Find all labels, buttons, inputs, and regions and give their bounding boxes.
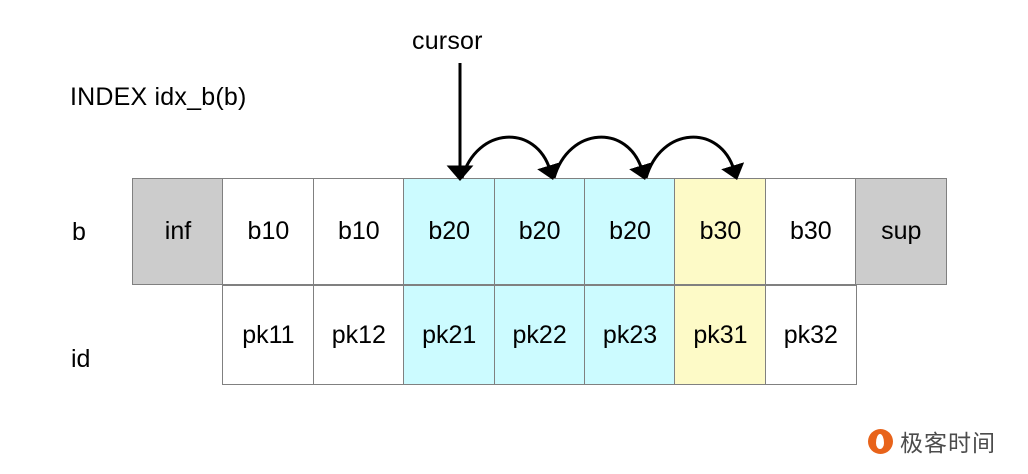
- cell-id-4-text: pk22: [512, 320, 567, 349]
- index-title-label: INDEX idx_b(b): [70, 83, 247, 111]
- cell-id-6-text: pk31: [693, 320, 748, 349]
- cell-b-4: b20: [493, 178, 586, 285]
- cell-b-2-text: b10: [337, 217, 380, 245]
- cell-b-0-text: inf: [164, 217, 192, 245]
- cell-b-5: b20: [584, 178, 677, 285]
- cell-id-5: pk23: [584, 285, 677, 385]
- cell-id-6: pk31: [674, 285, 767, 385]
- brand-name: 极客时间: [900, 430, 996, 456]
- geektime-logo-icon: [868, 428, 893, 454]
- cell-id-4: pk22: [493, 285, 586, 385]
- cursor-label: cursor: [412, 27, 483, 55]
- cell-id-5-text: pk23: [602, 320, 658, 349]
- grid-row-id: pk11 pk12 pk21 pk22 pk23 pk31 pk32: [132, 285, 946, 385]
- cell-b-3-text: b20: [428, 217, 471, 245]
- row-label-b: b: [72, 218, 86, 246]
- brand-logo: 极客时间: [868, 424, 996, 458]
- hop-arrow-3: [644, 135, 745, 181]
- cell-b-1: b10: [222, 178, 315, 285]
- cell-b-6-text: b30: [699, 217, 742, 245]
- cell-b-2: b10: [312, 178, 405, 285]
- cell-id-7-text: pk32: [783, 320, 838, 349]
- cell-b-1-text: b10: [247, 217, 290, 245]
- cell-id-2: pk12: [312, 285, 405, 385]
- cell-b-8-text: sup: [881, 217, 922, 245]
- hop-arrow-2: [552, 135, 653, 181]
- row-label-id: id: [71, 345, 91, 373]
- cell-id-1-text: pk11: [242, 320, 295, 349]
- cell-b-0: inf: [132, 178, 224, 285]
- cell-b-7: b30: [764, 178, 857, 285]
- cell-id-2-text: pk12: [331, 320, 386, 349]
- cell-id-1: pk11: [222, 285, 315, 385]
- grid-row-b: inf b10 b10 b20 b20 b20 b30 b30 sup: [132, 178, 948, 285]
- cell-b-5-text: b20: [609, 217, 651, 245]
- cell-b-8: sup: [855, 178, 948, 285]
- cell-id-0: [132, 285, 224, 385]
- hop-arrow-1: [460, 135, 561, 181]
- cell-id-3: pk21: [403, 285, 496, 385]
- cell-b-6: b30: [674, 178, 767, 285]
- cell-id-8: [855, 285, 947, 385]
- cell-b-3: b20: [403, 178, 496, 285]
- cell-b-4-text: b20: [518, 217, 561, 245]
- cell-b-7-text: b30: [789, 217, 832, 245]
- cell-id-3-text: pk21: [422, 320, 477, 349]
- index-grid: inf b10 b10 b20 b20 b20 b30 b30 sup pk11…: [132, 178, 948, 385]
- cell-id-7: pk32: [764, 285, 857, 385]
